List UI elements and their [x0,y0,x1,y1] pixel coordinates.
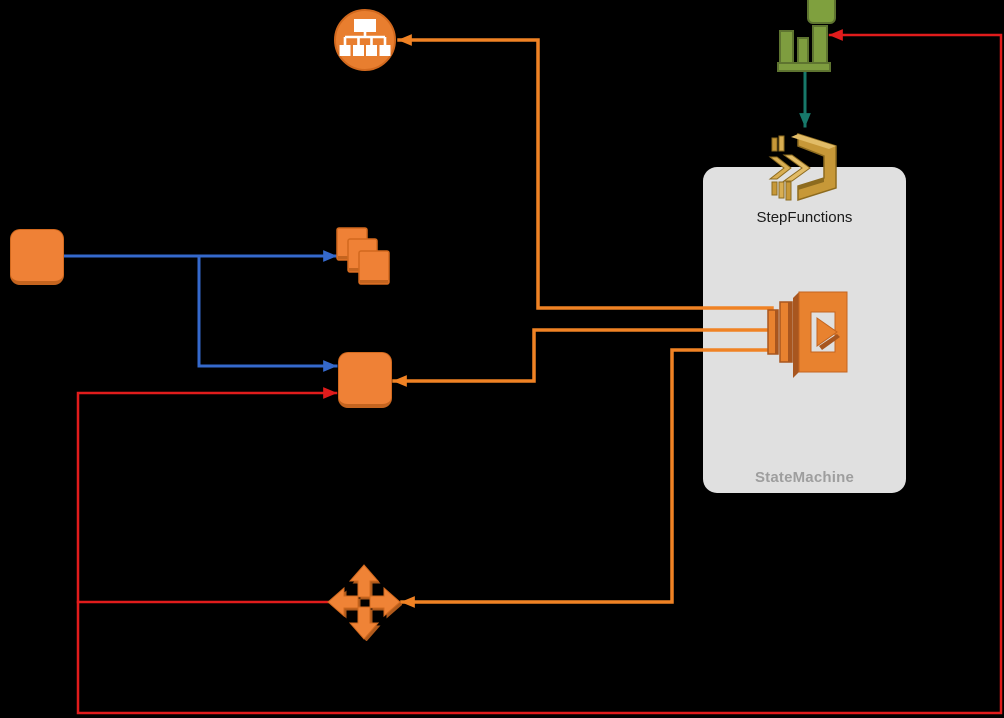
edge-red-cross-to-analytics [76,29,1003,715]
source-square-node[interactable] [10,229,64,285]
edge-blue-source-to-worker [197,254,338,372]
four-arrows-icon [327,564,402,641]
step-functions-icon [768,132,837,202]
edge-orange-lambda-to-cross [400,348,774,608]
cross-arrows-node[interactable] [326,563,402,641]
edge-orange-lambda-to-worker [392,328,774,387]
edge-orange-lambda-to-orgchart [397,34,774,310]
step-functions-node[interactable] [764,124,844,208]
edge-red-cross-to-worker [76,387,338,604]
state-machine-label: StateMachine [754,469,855,486]
org-chart-node[interactable] [333,8,397,72]
lambda-icon [767,291,848,378]
stacked-squares-icon [336,227,390,285]
stacked-squares-node[interactable] [335,226,391,286]
bar-chart-icon [777,0,836,72]
org-chart-icon [334,9,396,71]
worker-square-node[interactable] [338,352,392,408]
analytics-node[interactable] [776,0,836,73]
step-functions-label: StepFunctions [756,209,853,226]
lambda-node[interactable] [760,284,850,380]
